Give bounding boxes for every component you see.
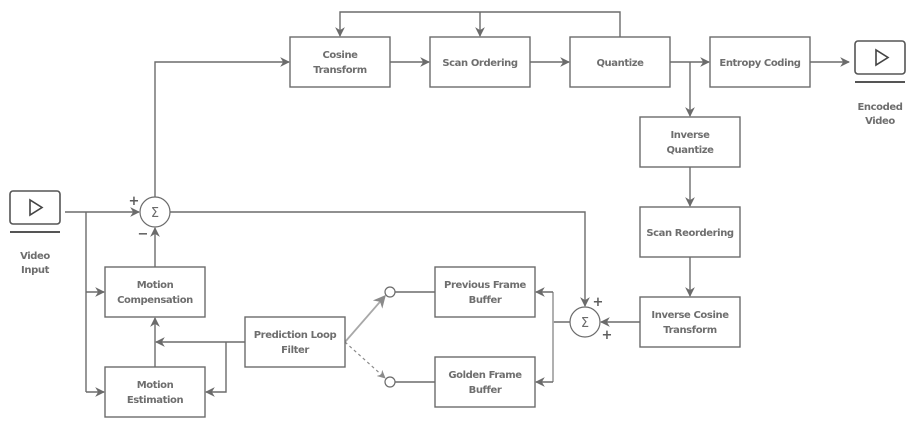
edge-filter-to-me bbox=[205, 342, 227, 397]
block-label: Golden Frame bbox=[448, 370, 522, 381]
block-entropy-coding[interactable]: Entropy Coding bbox=[709, 36, 811, 88]
edge-switch-golden bbox=[344, 341, 386, 379]
block-label: Scan Reordering bbox=[646, 228, 734, 239]
switch-node-previous bbox=[384, 286, 396, 298]
encoded-video-label-1: Encoded bbox=[857, 102, 902, 113]
edge-sum1-to-cosine bbox=[154, 57, 290, 197]
block-label: Transform bbox=[313, 65, 366, 76]
plus-sign: + bbox=[602, 328, 613, 343]
block-inverse-cosine-transform[interactable]: Inverse Cosine Transform bbox=[639, 296, 741, 348]
block-scan-reordering[interactable]: Scan Reordering bbox=[639, 206, 741, 258]
connectors bbox=[65, 11, 850, 397]
encoded-video-output: Encoded Video bbox=[854, 40, 906, 127]
video-input-label-1: Video bbox=[20, 251, 50, 262]
block-label: Compensation bbox=[117, 295, 193, 306]
summer-2: Σ + + bbox=[569, 295, 613, 343]
block-label: Prediction Loop bbox=[254, 330, 337, 341]
edge-switch-previous bbox=[344, 295, 386, 343]
encoded-video-label-2: Video bbox=[865, 116, 895, 127]
block-label: Cosine bbox=[322, 50, 358, 61]
block-label: Buffer bbox=[469, 385, 502, 396]
block-motion-estimation[interactable]: Motion Estimation bbox=[104, 366, 206, 418]
encoded-video-screen bbox=[854, 40, 906, 75]
block-motion-compensation[interactable]: Motion Compensation bbox=[104, 266, 206, 318]
video-input-label-2: Input bbox=[21, 265, 50, 276]
play-icon bbox=[875, 48, 890, 67]
video-input-screen bbox=[9, 190, 61, 225]
block-scan-ordering[interactable]: Scan Ordering bbox=[429, 36, 531, 88]
block-label: Previous Frame bbox=[444, 280, 527, 291]
sigma-symbol: Σ bbox=[151, 206, 159, 221]
block-label: Filter bbox=[281, 345, 309, 356]
block-golden-frame-buffer[interactable]: Golden Frame Buffer bbox=[434, 356, 536, 408]
block-label: Transform bbox=[663, 325, 716, 336]
block-label: Inverse bbox=[670, 130, 710, 141]
video-input: Video Input bbox=[9, 190, 61, 276]
summer-1: Σ + − bbox=[129, 194, 171, 242]
block-label: Entropy Coding bbox=[719, 58, 800, 69]
block-previous-frame-buffer[interactable]: Previous Frame Buffer bbox=[434, 266, 536, 318]
block-label: Scan Ordering bbox=[442, 58, 518, 69]
edge-sum1-to-sum2 bbox=[170, 211, 590, 307]
play-icon bbox=[29, 198, 44, 217]
sum-icon bbox=[139, 196, 171, 228]
plus-sign: + bbox=[593, 295, 604, 310]
sigma-symbol: Σ bbox=[581, 316, 589, 331]
plus-sign: + bbox=[129, 194, 140, 209]
minus-sign: − bbox=[138, 227, 149, 242]
block-prediction-loop-filter[interactable]: Prediction Loop Filter bbox=[244, 316, 346, 368]
block-label: Estimation bbox=[127, 395, 184, 406]
block-label: Inverse Cosine bbox=[651, 310, 729, 321]
block-cosine-transform[interactable]: Cosine Transform bbox=[289, 36, 391, 88]
switch-node-golden bbox=[384, 376, 396, 388]
block-label: Quantize bbox=[596, 58, 644, 69]
sum-icon bbox=[569, 306, 601, 338]
block-label: Quantize bbox=[666, 145, 714, 156]
block-inverse-quantize[interactable]: Inverse Quantize bbox=[639, 116, 741, 168]
block-quantize[interactable]: Quantize bbox=[569, 36, 671, 88]
block-label: Motion bbox=[137, 280, 174, 291]
block-label: Buffer bbox=[469, 295, 502, 306]
block-label: Motion bbox=[137, 380, 174, 391]
